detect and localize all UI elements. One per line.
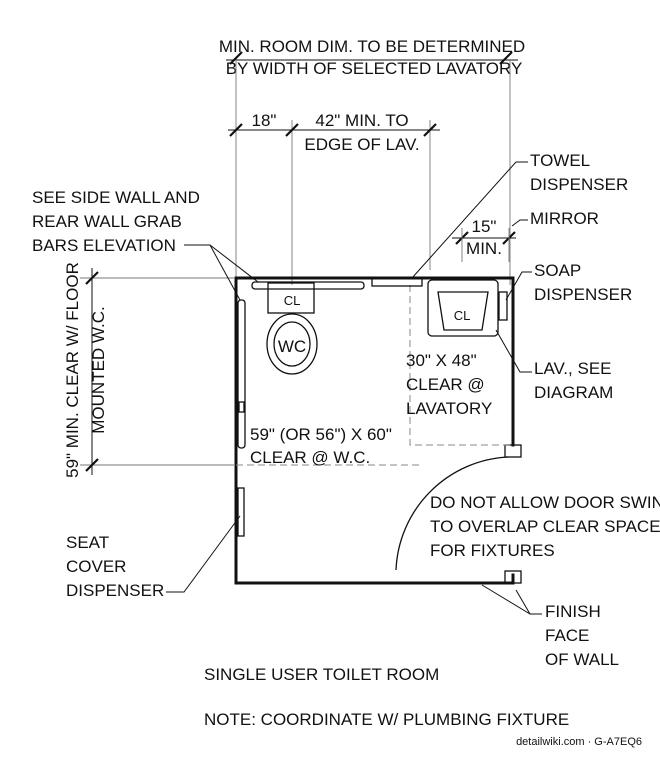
lav-clear-label-3: LAVATORY	[406, 399, 492, 418]
drawing-title: SINGLE USER TOILET ROOM	[204, 665, 439, 684]
wc-tank	[267, 282, 315, 314]
seat-cover-callout-3: DISPENSER	[66, 581, 164, 600]
grab-bar-offset-label: 18"	[252, 111, 277, 130]
callout-door: DO NOT ALLOW DOOR SWING TO OVERLAP CLEAR…	[430, 493, 660, 560]
coordination-note: NOTE: COORDINATE W/ PLUMBING FIXTURE	[204, 710, 569, 729]
watermark: detailwiki.com · G-A7EQ6	[516, 736, 642, 748]
mirror-callout: MIRROR	[530, 209, 599, 228]
wc-label: WC	[278, 337, 306, 356]
door-callout-2: TO OVERLAP CLEAR SPACE	[430, 517, 660, 536]
mirror-offset-label-1: 15"	[472, 217, 497, 236]
callout-seat-cover: SEAT COVER DISPENSER	[66, 515, 241, 600]
door-callout-1: DO NOT ALLOW DOOR SWING	[430, 493, 660, 512]
wc-to-lav-label-1: 42" MIN. TO	[315, 111, 408, 130]
towel-callout-2: DISPENSER	[530, 175, 628, 194]
soap-leader	[505, 271, 532, 301]
door-jamb-bottom	[504, 570, 522, 584]
clear-space-outlines	[236, 285, 513, 466]
wc-tick-1	[229, 123, 243, 137]
lav-callout-2: DIAGRAM	[534, 383, 613, 402]
wc-bowl-outer	[266, 313, 318, 375]
grab-bars-leader-rear	[209, 244, 259, 283]
soap-dispenser	[498, 291, 508, 321]
header-tick-left	[229, 51, 243, 65]
lavatory-basin	[437, 291, 489, 331]
wc-tick-3	[423, 123, 437, 137]
mirror-dimension: 15" MIN.	[452, 217, 516, 262]
header-line-1: MIN. ROOM DIM. TO BE DETERMINED	[219, 37, 525, 56]
seat-cover-callout-2: COVER	[66, 557, 126, 576]
lav-clear-label-2: CLEAR @	[406, 375, 485, 394]
soap-callout-1: SOAP	[534, 261, 581, 280]
header-line-2: BY WIDTH OF SELECTED LAVATORY	[226, 59, 523, 78]
seat-cover-leader	[166, 515, 241, 593]
finish-leader-1	[481, 584, 542, 615]
door-callout-3: FOR FIXTURES	[430, 541, 555, 560]
wc-clear-label-2: CLEAR @ W.C.	[250, 448, 370, 467]
lav-clear-space-edge	[409, 285, 513, 446]
vertical-clear-label-1: 59" MIN. CLEAR W/ FLOOR	[63, 262, 82, 478]
wc-bowl-inner	[273, 321, 311, 367]
vertical-tick-top	[85, 271, 99, 285]
vertical-tick-bottom	[85, 458, 99, 472]
callout-grab-bars: SEE SIDE WALL AND REAR WALL GRAB BARS EL…	[32, 188, 259, 301]
lav-callout-1: LAV., SEE	[534, 359, 612, 378]
seat-cover-callout-1: SEAT	[66, 533, 109, 552]
header-tick-right	[499, 51, 513, 65]
wc-tick-2	[285, 123, 299, 137]
callout-towel: TOWEL DISPENSER	[411, 151, 628, 279]
callout-mirror: MIRROR	[511, 209, 599, 228]
lav-centerline-label: CL	[454, 308, 471, 323]
callout-finish: FINISH FACE OF WALL	[481, 584, 619, 669]
lav-clear-label-1: 30" X 48"	[406, 351, 477, 370]
finish-callout-2: FACE	[545, 626, 589, 645]
lav-leader	[495, 329, 532, 373]
towel-leader	[411, 161, 528, 279]
wc-dimension: 18" 42" MIN. TO EDGE OF LAV.	[228, 60, 511, 285]
wc-centerline-label: CL	[284, 293, 301, 308]
rear-grab-bar	[251, 281, 365, 290]
lavatory-outer	[427, 279, 499, 337]
soap-callout-2: DISPENSER	[534, 285, 632, 304]
grab-bars-leader-side	[184, 244, 241, 301]
towel-dispenser	[371, 277, 423, 287]
grab-bars-callout-1: SEE SIDE WALL AND	[32, 188, 200, 207]
grab-bars-callout-3: BARS ELEVATION	[32, 236, 176, 255]
door-jamb-top	[504, 444, 522, 458]
callout-lavatory: LAV., SEE DIAGRAM	[495, 329, 613, 402]
mirror-leader	[511, 219, 528, 227]
door-swing-arc	[395, 456, 509, 571]
header-note: MIN. ROOM DIM. TO BE DETERMINED BY WIDTH…	[219, 37, 525, 78]
side-grab-bar	[237, 299, 246, 449]
finish-callout-1: FINISH	[545, 602, 601, 621]
clearance-labels: 59" (OR 56") X 60" CLEAR @ W.C. 30" X 48…	[250, 351, 492, 467]
mirror-offset-label-2: MIN.	[466, 239, 502, 258]
fixtures: WC CL CL	[237, 277, 508, 537]
vertical-clear-label-2: MOUNTED W.C.	[89, 306, 108, 434]
wc-clear-label-1: 59" (OR 56") X 60"	[250, 425, 392, 444]
finish-leader-2	[515, 589, 531, 615]
wall-accessory	[238, 401, 245, 413]
vertical-clearance: 59" MIN. CLEAR W/ FLOOR MOUNTED W.C.	[63, 262, 234, 478]
callout-soap: SOAP DISPENSER	[505, 261, 632, 304]
wc-to-lav-label-2: EDGE OF LAV.	[304, 135, 419, 154]
footer: SINGLE USER TOILET ROOM NOTE: COORDINATE…	[204, 665, 642, 748]
seat-cover-dispenser	[237, 487, 245, 537]
grab-bars-callout-2: REAR WALL GRAB	[32, 212, 182, 231]
towel-callout-1: TOWEL	[530, 151, 590, 170]
finish-callout-3: OF WALL	[545, 650, 619, 669]
